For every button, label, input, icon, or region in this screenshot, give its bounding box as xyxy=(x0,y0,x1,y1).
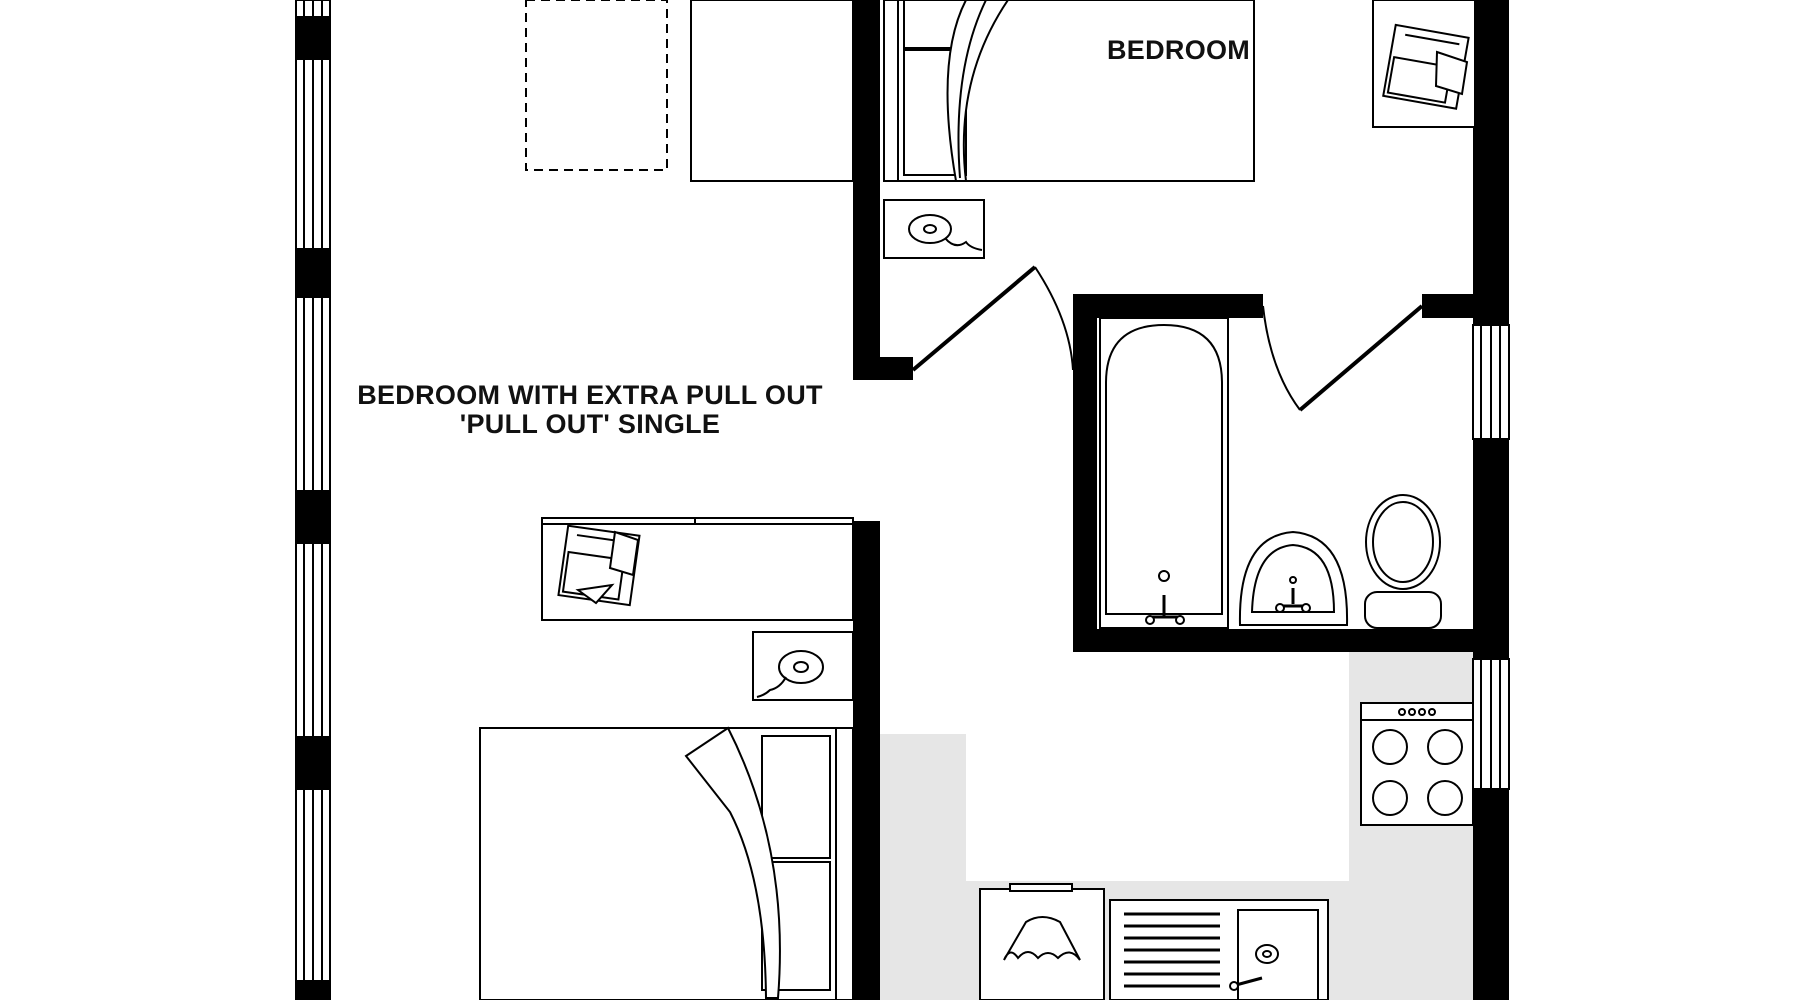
bathtub xyxy=(1099,317,1229,629)
bedside-table-top xyxy=(883,199,985,259)
desk-top-right xyxy=(1372,0,1476,128)
bed-main xyxy=(479,726,854,1000)
left-wall-windows xyxy=(295,0,331,1000)
label-bedroom-main-line1: BEDROOM WITH EXTRA PULL OUT xyxy=(357,380,823,410)
interior-walls xyxy=(853,0,1473,1000)
kitchen-hob xyxy=(1360,702,1474,826)
bedside-table-main xyxy=(752,631,854,701)
door-top-bedroom xyxy=(911,265,1074,372)
kitchen-sink xyxy=(1109,899,1329,1000)
bed-top xyxy=(883,0,1255,182)
label-bedroom-top: BEDROOM xyxy=(1107,35,1250,65)
door-bathroom xyxy=(1262,304,1424,412)
label-bedroom-main-line2: 'PULL OUT' SINGLE xyxy=(460,409,720,439)
dashed-outline xyxy=(525,0,668,171)
right-wall xyxy=(1472,0,1510,1000)
kitchen-appliance xyxy=(979,883,1105,1000)
wardrobe xyxy=(690,0,854,182)
toilet xyxy=(1364,494,1442,629)
bathroom-sink xyxy=(1238,530,1349,626)
desk-main-bedroom xyxy=(541,517,854,621)
